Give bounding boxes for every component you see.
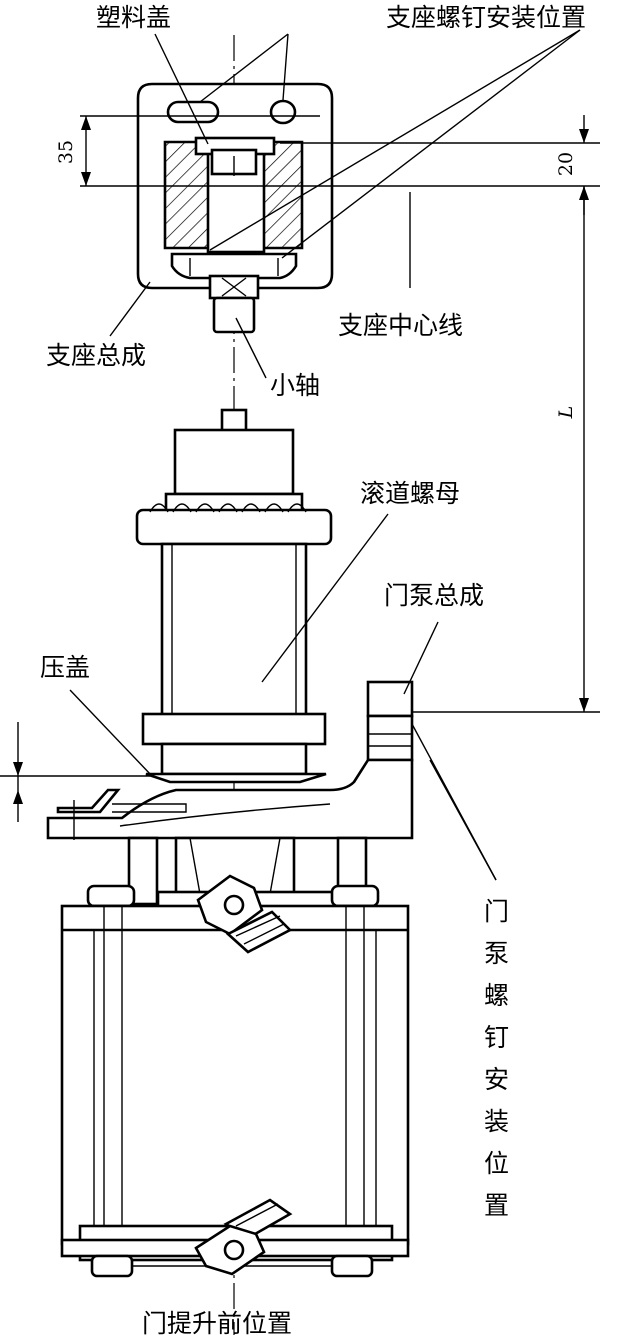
door-frame-body	[60, 904, 410, 1246]
vertical-char: 螺	[484, 981, 509, 1010]
ball-nut-assembly	[135, 408, 333, 784]
small-dimension-left	[0, 722, 150, 822]
nut-lower-ring	[141, 712, 327, 746]
lever-handle	[56, 788, 121, 814]
label-pressure-cover: 压盖	[40, 653, 90, 682]
label-ball-nut: 滚道螺母	[360, 479, 460, 508]
pressure-cover-part	[145, 772, 327, 784]
label-small-shaft: 小轴	[270, 371, 320, 400]
door-lever-plate	[46, 758, 414, 840]
dimension-L: L	[410, 186, 600, 713]
nut-body	[160, 542, 308, 718]
upper-roller	[196, 874, 293, 954]
vertical-char: 位	[484, 1149, 509, 1178]
upper-housing	[173, 428, 295, 496]
vertical-char: 装	[484, 1107, 509, 1136]
nut-base	[160, 742, 308, 776]
bracket-assembly	[136, 82, 334, 334]
bracket-slot	[166, 100, 220, 124]
ball-row	[149, 503, 307, 513]
dim-35-text: 35	[55, 140, 77, 164]
label-bracket-assembly: 支座总成	[46, 341, 146, 370]
dim-20-text: 20	[555, 152, 577, 176]
lower-roller	[194, 1198, 293, 1276]
vertical-char: 钉	[484, 1023, 509, 1052]
label-door-pump-screw-position: 门 泵 螺 钉 安 装 位 置	[484, 897, 509, 1220]
label-door-before-lift: 门提升前位置	[142, 1309, 292, 1338]
dimension-35: 35	[55, 116, 91, 186]
dim-L-text: L	[555, 406, 577, 420]
bracket-flange	[170, 252, 298, 280]
ball-flange	[135, 508, 333, 546]
leader-lines	[69, 29, 581, 881]
vertical-char: 安	[484, 1065, 509, 1094]
bracket-hole	[269, 99, 297, 125]
label-door-pump-assembly: 门泵总成	[384, 581, 484, 610]
vertical-char: 置	[484, 1191, 509, 1220]
vertical-char: 泵	[484, 939, 509, 968]
door-pump-assembly	[366, 680, 414, 762]
label-bracket-centerline: 支座中心线	[338, 311, 463, 340]
label-plastic-cover: 塑料盖	[96, 3, 171, 32]
vertical-char: 门	[484, 897, 509, 926]
small-shaft-part	[212, 296, 256, 334]
label-bracket-screw-position: 支座螺钉安装位置	[386, 3, 586, 32]
